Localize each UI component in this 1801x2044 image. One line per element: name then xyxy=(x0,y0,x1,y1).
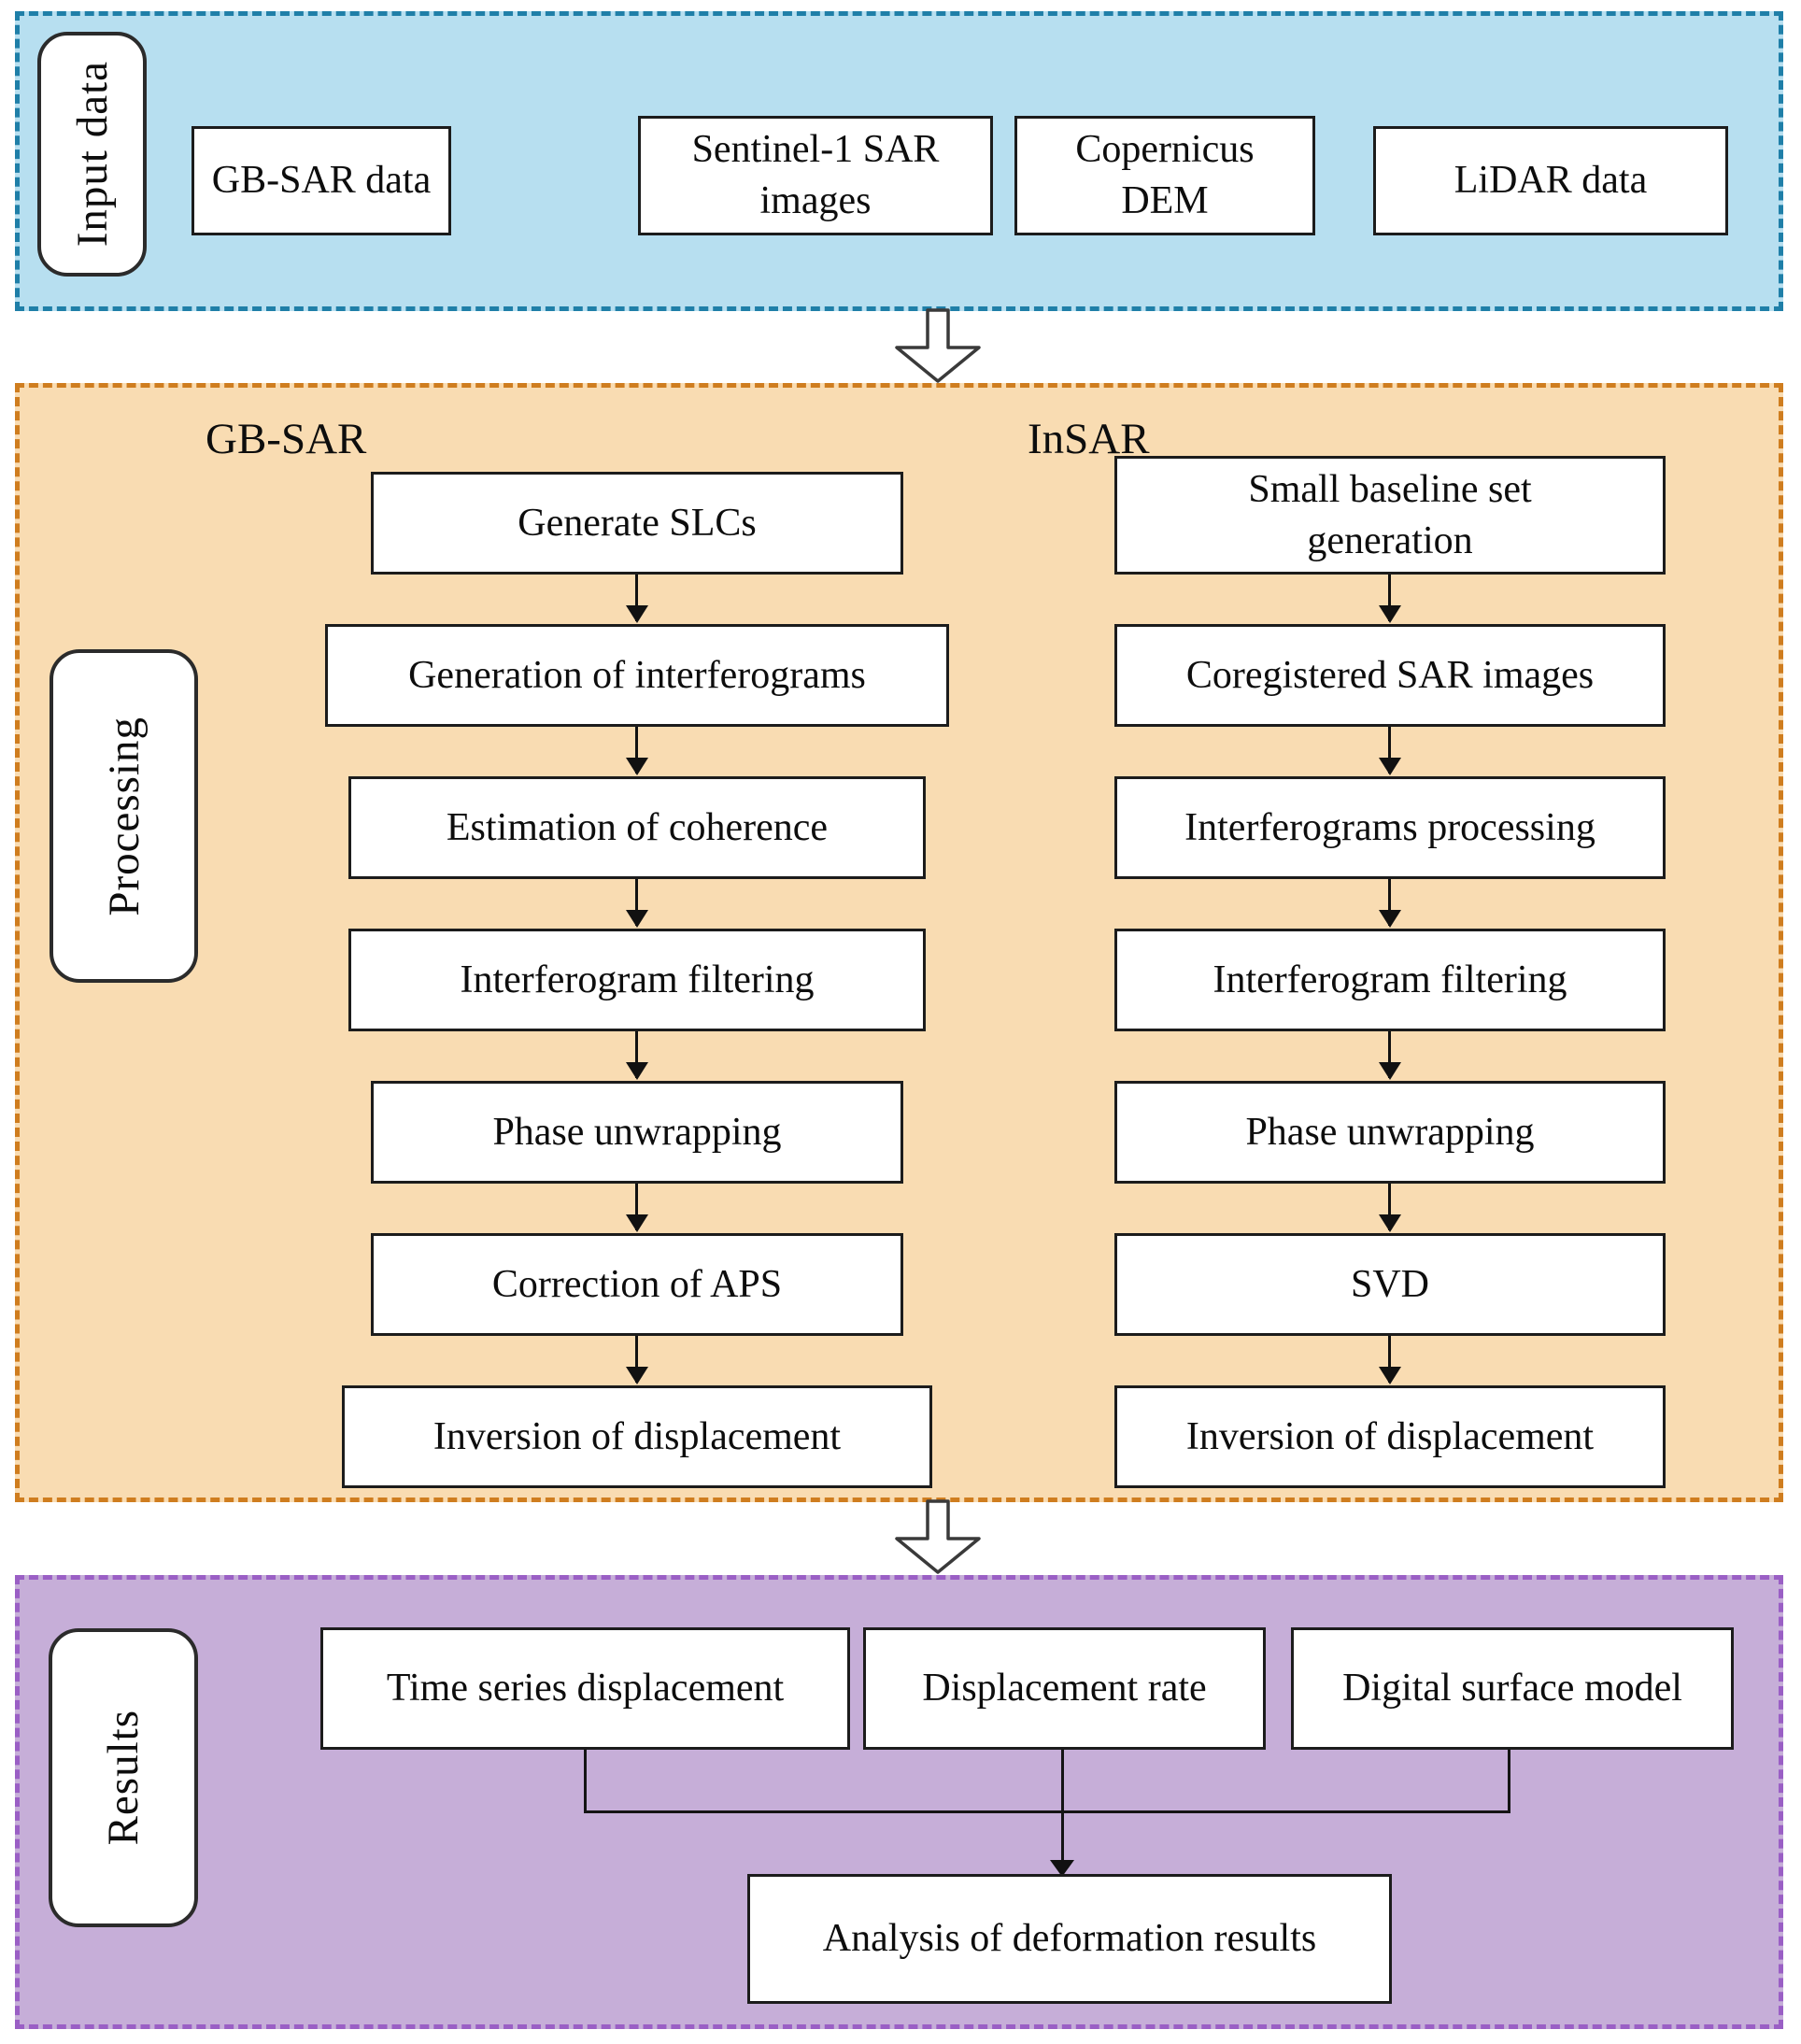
node-time-series-displacement-label: Time series displacement xyxy=(386,1667,785,1710)
connector-arrowhead xyxy=(1050,1860,1074,1877)
node-small-baseline-set-generation: Small baseline set generation xyxy=(1114,456,1666,575)
processing-label-box: Processing xyxy=(50,649,198,983)
arrow-insar-4 xyxy=(1388,1031,1391,1078)
node-phase-unwrapping-gbsar-label: Phase unwrapping xyxy=(492,1110,782,1154)
results-label: Results xyxy=(99,1710,148,1846)
node-phase-unwrapping-insar: Phase unwrapping xyxy=(1114,1081,1666,1184)
arrow-insar-3 xyxy=(1388,879,1391,926)
arrow-insar-5 xyxy=(1388,1184,1391,1230)
arrow-insar-6 xyxy=(1388,1336,1391,1383)
node-sentinel1-label: Sentinel-1 SAR images xyxy=(691,128,940,222)
insar-column-header: InSAR xyxy=(1028,415,1150,463)
arrow-insar-2 xyxy=(1388,727,1391,774)
node-displacement-rate: Displacement rate xyxy=(863,1627,1266,1750)
node-coregistered-sar-images: Coregistered SAR images xyxy=(1114,624,1666,727)
node-svd-label: SVD xyxy=(1350,1262,1430,1306)
arrow-gbsar-2 xyxy=(635,727,638,774)
node-phase-unwrapping-insar-label: Phase unwrapping xyxy=(1245,1110,1535,1154)
node-generation-of-interferograms: Generation of interferograms xyxy=(325,624,949,727)
results-label-box: Results xyxy=(49,1628,198,1927)
node-interferograms-processing: Interferograms processing xyxy=(1114,776,1666,879)
node-displacement-rate-label: Displacement rate xyxy=(922,1667,1207,1710)
gbsar-column-header: GB-SAR xyxy=(206,415,367,463)
node-analysis-of-deformation-results: Analysis of deformation results xyxy=(747,1874,1392,2004)
node-inversion-of-displacement-gbsar: Inversion of displacement xyxy=(342,1385,932,1488)
node-estimation-of-coherence-label: Estimation of coherence xyxy=(446,805,829,849)
arrow-gbsar-5 xyxy=(635,1184,638,1230)
node-lidar-data: LiDAR data xyxy=(1373,126,1728,235)
processing-label: Processing xyxy=(99,716,149,916)
connector-center-vertical xyxy=(1061,1750,1064,1862)
node-estimation-of-coherence: Estimation of coherence xyxy=(348,776,926,879)
input-data-section: Input data GB-SAR data Sentinel-1 SAR im… xyxy=(15,11,1783,311)
arrow-insar-1 xyxy=(1388,575,1391,621)
node-inversion-of-displacement-insar: Inversion of displacement xyxy=(1114,1385,1666,1488)
arrow-gbsar-6 xyxy=(635,1336,638,1383)
node-time-series-displacement: Time series displacement xyxy=(320,1627,850,1750)
arrow-gbsar-1 xyxy=(635,575,638,621)
node-interferogram-filtering-insar-label: Interferogram filtering xyxy=(1212,958,1567,1001)
node-digital-surface-model: Digital surface model xyxy=(1291,1627,1734,1750)
node-gbsar-data-label: GB-SAR data xyxy=(211,159,432,203)
connector-left-vertical xyxy=(584,1750,587,1813)
node-interferogram-filtering-gbsar: Interferogram filtering xyxy=(348,929,926,1031)
node-lidar-label: LiDAR data xyxy=(1454,159,1648,203)
input-data-label: Input data xyxy=(67,61,117,248)
node-correction-of-aps-label: Correction of APS xyxy=(491,1262,783,1306)
connector-horizontal xyxy=(584,1810,1510,1813)
down-block-arrow-processing-to-results xyxy=(895,1499,981,1574)
node-phase-unwrapping-gbsar: Phase unwrapping xyxy=(371,1081,903,1184)
node-gbsar-data: GB-SAR data xyxy=(191,126,451,235)
node-interferograms-processing-label: Interferograms processing xyxy=(1184,805,1595,849)
node-sentinel1-sar-images: Sentinel-1 SAR images xyxy=(638,116,993,235)
node-inversion-of-displacement-insar-label: Inversion of displacement xyxy=(1185,1414,1595,1458)
node-coregistered-label: Coregistered SAR images xyxy=(1185,653,1595,697)
connector-right-vertical xyxy=(1508,1750,1510,1813)
down-block-arrow-input-to-processing xyxy=(895,308,981,383)
input-data-label-box: Input data xyxy=(37,32,147,277)
arrow-gbsar-3 xyxy=(635,879,638,926)
node-interferogram-filtering-gbsar-label: Interferogram filtering xyxy=(460,958,815,1001)
arrow-gbsar-4 xyxy=(635,1031,638,1078)
node-generate-slcs-label: Generate SLCs xyxy=(518,501,757,545)
node-digital-surface-model-label: Digital surface model xyxy=(1342,1667,1682,1710)
node-inversion-of-displacement-gbsar-label: Inversion of displacement xyxy=(433,1414,842,1458)
results-section: Results Time series displacement Displac… xyxy=(15,1575,1783,2029)
node-svd: SVD xyxy=(1114,1233,1666,1336)
node-copernicus-dem: Copernicus DEM xyxy=(1014,116,1315,235)
node-generate-slcs: Generate SLCs xyxy=(371,472,903,575)
node-correction-of-aps: Correction of APS xyxy=(371,1233,903,1336)
processing-section: Processing GB-SAR InSAR Generate SLCs Ge… xyxy=(15,383,1783,1502)
node-generation-of-interferograms-label: Generation of interferograms xyxy=(408,653,866,697)
node-interferogram-filtering-insar: Interferogram filtering xyxy=(1114,929,1666,1031)
node-analysis-label: Analysis of deformation results xyxy=(822,1917,1317,1961)
node-copernicus-label: Copernicus DEM xyxy=(1075,128,1255,222)
node-small-baseline-label: Small baseline set generation xyxy=(1248,467,1532,562)
